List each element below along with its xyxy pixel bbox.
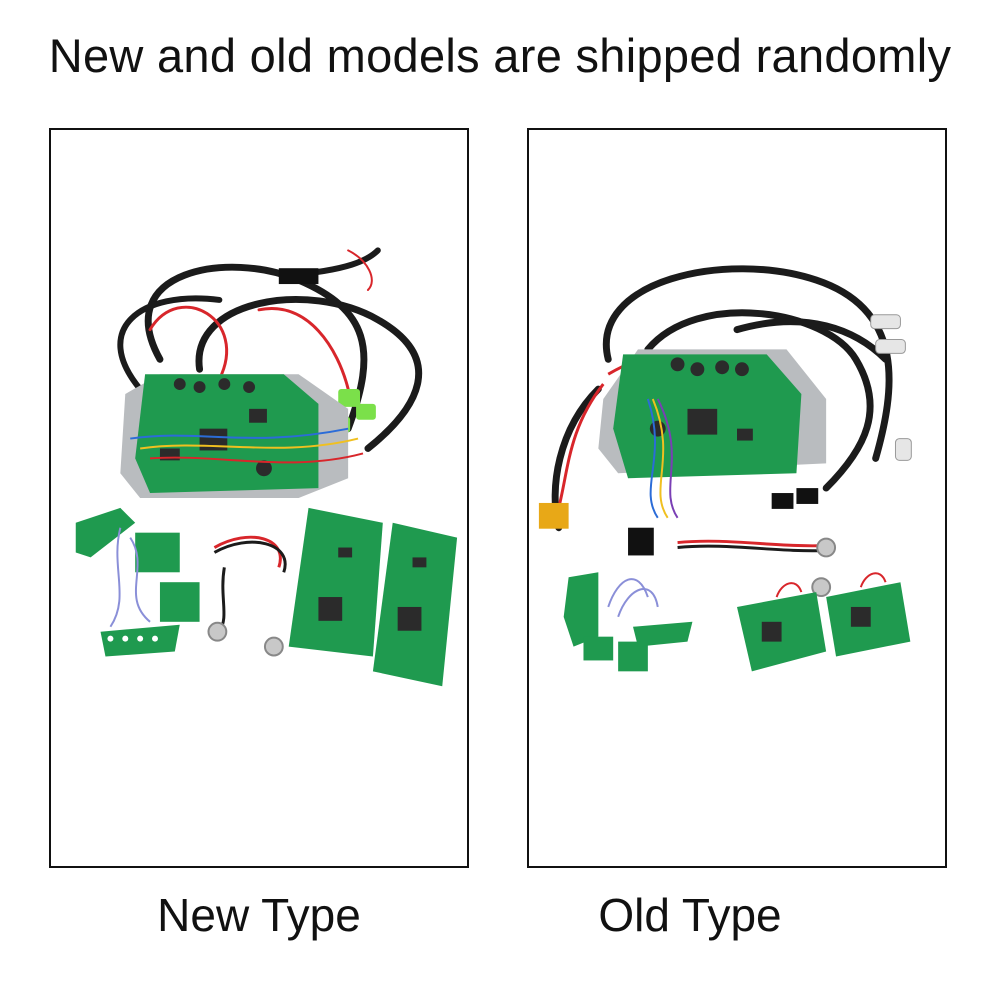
black-connector-icon: [628, 527, 654, 556]
old-type-photo-panel: [527, 128, 947, 868]
connector-icon: [771, 488, 819, 509]
old-type-caption: Old Type: [598, 889, 782, 941]
new-type-caption: New Type: [157, 889, 361, 941]
old-type-product-image: [538, 265, 912, 672]
headline: New and old models are shipped randomly: [48, 29, 952, 82]
new-type-photo-panel: [49, 128, 469, 868]
connector-icon: [278, 268, 319, 285]
yellow-connector-icon: [538, 502, 569, 529]
new-type-product-image: [75, 247, 458, 687]
